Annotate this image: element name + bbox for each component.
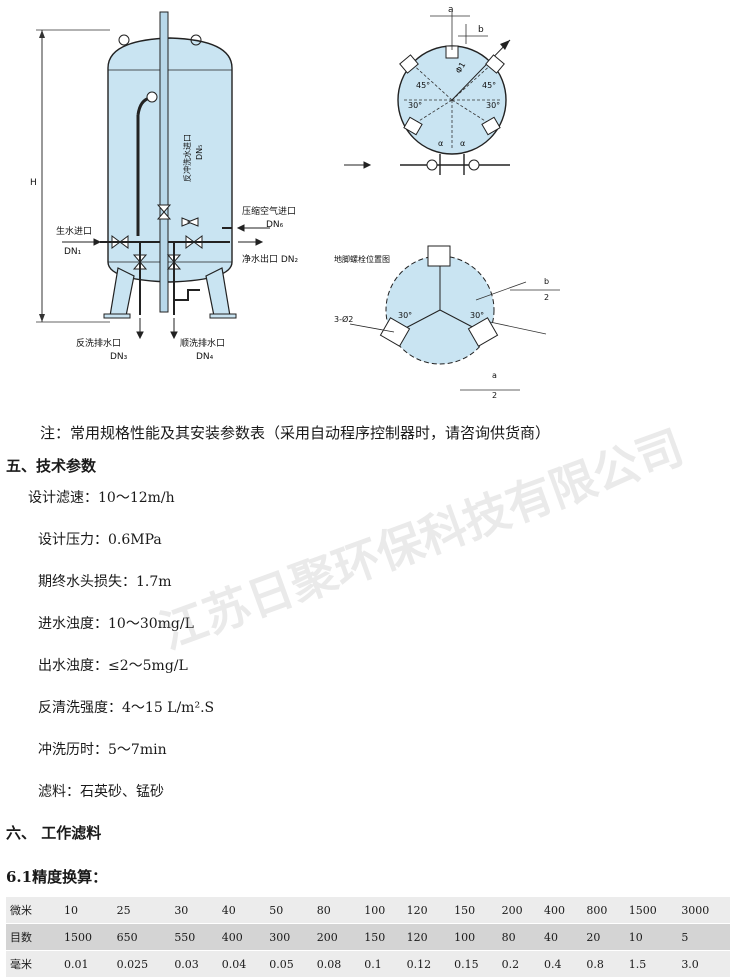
table-cell: 120: [402, 897, 451, 924]
alpha-right: α: [460, 139, 465, 148]
table-cell: 120: [402, 923, 451, 951]
section5-title: 五、技术参数: [6, 457, 97, 475]
table-cell: 0.05: [265, 950, 313, 978]
compressed-air-inlet-label: 压缩空气进口: [242, 205, 296, 217]
anchor-30-right: 30°: [470, 311, 484, 320]
table-cell: 0.15: [450, 950, 498, 978]
table-cell: 800: [582, 897, 625, 924]
angle-45-left: 45°: [416, 81, 430, 90]
backwash-drain-dn: DN₃: [110, 352, 128, 362]
flow-arrows: [62, 161, 372, 340]
table-row-header: 目数: [6, 923, 60, 951]
table-cell: 30: [170, 897, 218, 924]
dim-b-label: b: [478, 25, 484, 35]
table-cell: 400: [217, 923, 266, 951]
param-filter-media: 滤料：石英砂、锰砂: [38, 784, 164, 800]
table-cell: 3000: [677, 897, 730, 924]
backwash-inlet-label: 反冲洗水进口: [182, 134, 192, 182]
param-wash-duration: 冲洗历时：5～7min: [38, 742, 167, 758]
table-cell: 10: [624, 923, 678, 951]
raw-water-inlet-label: 生水进口: [56, 225, 92, 237]
table-cell: 25: [112, 897, 171, 924]
table-cell: 10: [60, 897, 113, 924]
param-design-pressure: 设计压力：0.6MPa: [38, 532, 162, 548]
anchor-30-left: 30°: [398, 311, 412, 320]
height-label: H: [30, 178, 37, 188]
dim-a-label: a: [448, 5, 454, 15]
table-cell: 200: [497, 897, 540, 924]
table-cell: 0.01: [60, 950, 113, 978]
alpha-left: α: [438, 139, 443, 148]
angle-30-left: 30°: [408, 101, 422, 110]
table-cell: 550: [170, 923, 218, 951]
note-text: 注：常用规格性能及其安装参数表（采用自动程序控制器时，请咨询供货商）: [40, 424, 551, 442]
clean-water-outlet-label: 净水出口 DN₂: [242, 253, 299, 265]
filter-tank-diagram: H: [0, 0, 736, 400]
table-cell: 0.08: [312, 950, 361, 978]
table-cell: 20: [582, 923, 625, 951]
table-cell: 650: [112, 923, 171, 951]
table-cell: 1500: [624, 897, 678, 924]
table-cell: 100: [360, 897, 403, 924]
forward-drain-dn: DN₄: [196, 352, 214, 362]
frac-a-den: 2: [492, 391, 497, 400]
frac-b-den: 2: [544, 293, 549, 302]
table-cell: 0.03: [170, 950, 218, 978]
table-cell: 0.2: [497, 950, 540, 978]
param-backwash-intensity: 反清洗强度：4～15 L/m².S: [38, 700, 215, 716]
tank-body: [100, 11, 237, 319]
table-cell: 0.12: [402, 950, 451, 978]
param-head-loss: 期终水头损失：1.7m: [38, 574, 172, 590]
frac-a-num: a: [492, 371, 497, 380]
backwash-inlet-dn: DN₅: [195, 145, 204, 160]
table-cell: 150: [450, 897, 498, 924]
table-cell: 80: [497, 923, 540, 951]
forward-drain-label: 顺洗排水口: [180, 337, 225, 349]
table-cell: 0.04: [217, 950, 266, 978]
hole-label: 3-Ø2: [334, 314, 353, 324]
table-row-header: 毫米: [6, 950, 60, 978]
param-outlet-turbidity: 出水浊度：≤2～5mg/L: [38, 658, 188, 674]
height-dimension: H: [30, 29, 110, 323]
table-cell: 300: [265, 923, 313, 951]
table-cell: 80: [312, 897, 361, 924]
table-row-header: 微米: [6, 897, 60, 924]
table-cell: 0.1: [360, 950, 403, 978]
table-cell: 0.8: [582, 950, 625, 978]
backwash-drain-label: 反洗排水口: [76, 337, 121, 349]
company-watermark: 江苏日聚环保科技有限公司: [153, 419, 691, 660]
table-cell: 0.025: [112, 950, 171, 978]
section6-subtitle: 6.1精度换算：: [6, 868, 108, 886]
table-cell: 5: [677, 923, 730, 951]
param-filter-speed: 设计滤速：10～12m/h: [28, 490, 175, 506]
param-inlet-turbidity: 进水浊度：10～30mg/L: [38, 616, 194, 632]
top-view: [397, 12, 511, 175]
compressed-air-inlet-dn: DN₆: [266, 220, 284, 230]
table-cell: 1.5: [624, 950, 678, 978]
table-cell: 40: [539, 923, 583, 951]
raw-water-inlet-dn: DN₁: [64, 247, 82, 257]
table-cell: 200: [312, 923, 361, 951]
table-cell: 100: [450, 923, 498, 951]
section6-title: 六、 工作滤料: [6, 824, 102, 842]
table-cell: 50: [265, 897, 313, 924]
angle-45-right: 45°: [482, 81, 496, 90]
anchor-bolt-view: [349, 245, 560, 391]
table-cell: 40: [217, 897, 266, 924]
table-cell: 3.0: [677, 950, 730, 978]
angle-30-right: 30°: [486, 101, 500, 110]
anchor-title: 地脚螺栓位置图: [334, 254, 390, 264]
table-cell: 0.4: [539, 950, 583, 978]
table-cell: 1500: [60, 923, 113, 951]
table-cell: 400: [539, 897, 583, 924]
frac-b-num: b: [544, 277, 549, 286]
table-cell: 150: [360, 923, 403, 951]
